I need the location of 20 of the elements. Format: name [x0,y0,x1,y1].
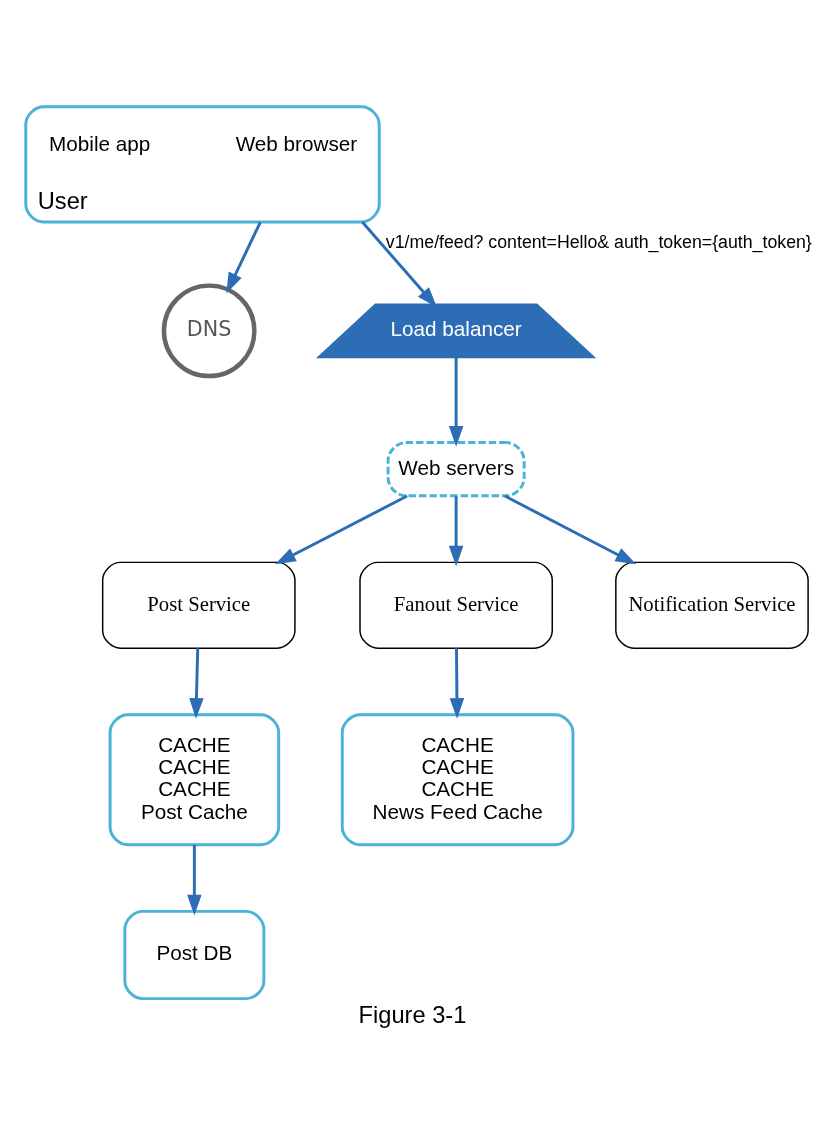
node-circle: DNS [161,282,257,378]
caption: Figure 3-1 [358,1001,467,1028]
node-box: Post Service [101,561,296,649]
arrow [275,494,408,564]
node-box: Post DB [123,909,266,1000]
node-box: CACHE CACHE CACHE Post Cache [108,712,281,846]
arrow [448,357,464,447]
arrow [226,220,262,293]
arrow [504,494,637,564]
node-box: Notification Service [615,561,809,649]
arrow [448,495,464,566]
edge-label: v1/me/feed? content=Hello& auth_token={auth_token} [385,231,812,252]
arrow [449,647,465,719]
node-box: Fanout Service [359,561,553,649]
arrow [187,844,202,916]
node-text: Web browser [235,131,358,155]
node-box: CACHE CACHE CACHE News Feed Cache [340,712,575,846]
arrow [189,647,204,719]
node-box: Web servers [386,440,526,497]
node-text: Mobile app [49,131,151,155]
